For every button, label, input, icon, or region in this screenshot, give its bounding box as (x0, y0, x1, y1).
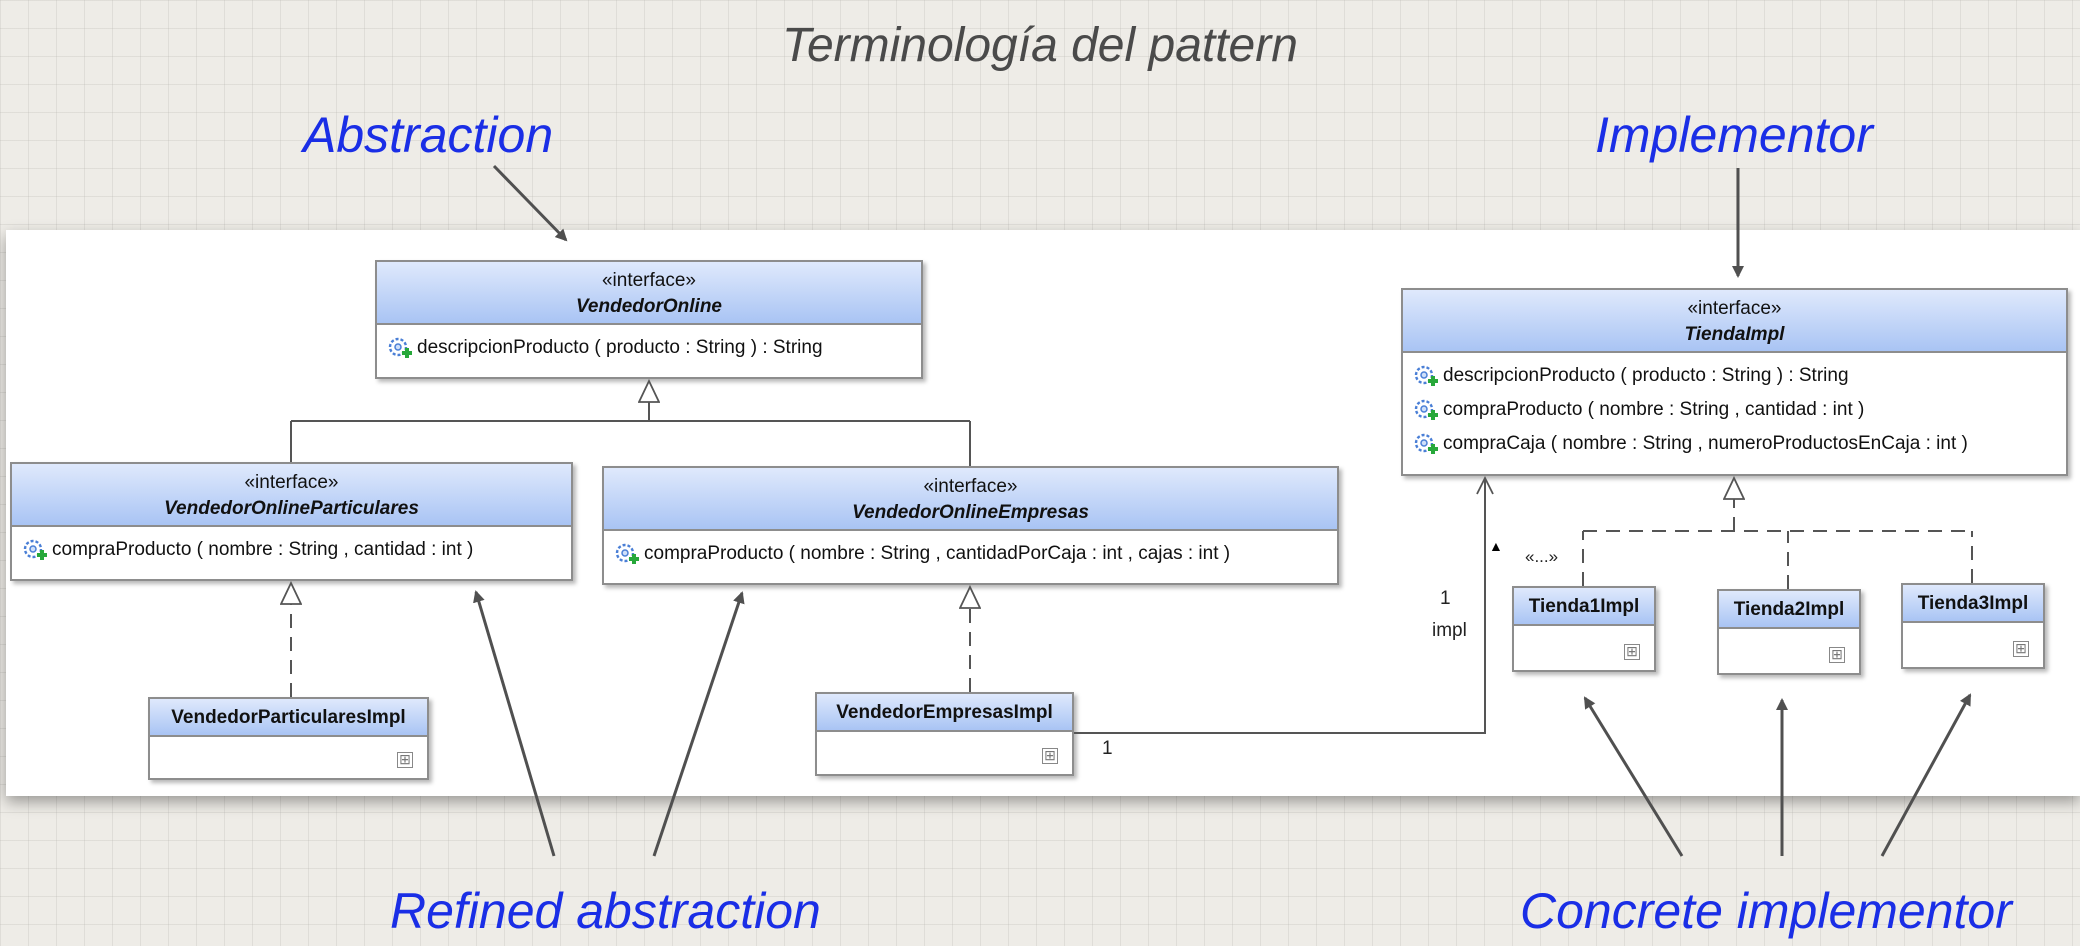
operation-signature: descripcionProducto ( producto : String … (417, 337, 823, 358)
association-role-name: impl (1432, 620, 1467, 641)
operation-row[interactable]: compraCaja ( nombre : String , numeroPro… (1413, 427, 2058, 461)
operation-row[interactable]: compraProducto ( nombre : String , canti… (1413, 393, 2058, 427)
concrete-implementor-pointer-arrow (1880, 693, 1972, 857)
class-tienda1-impl[interactable]: Tienda1Impl ⊞ (1512, 586, 1656, 672)
class-vendedor-online-particulares[interactable]: «interface» VendedorOnlineParticulares c… (10, 462, 573, 581)
operation-row[interactable]: descripcionProducto ( producto : String … (1413, 359, 2058, 393)
class-tienda-impl[interactable]: «interface» TiendaImpl descripcionProduc… (1401, 288, 2068, 476)
class-name: VendedorOnlineEmpresas (852, 502, 1089, 523)
class-vendedor-particulares-impl[interactable]: VendedorParticularesImpl ⊞ (148, 697, 429, 780)
class-name: VendedorEmpresasImpl (836, 702, 1053, 723)
concrete-implementor-pointer-arrow (1583, 696, 1684, 857)
operation-signature: descripcionProducto ( producto : String … (1443, 365, 1849, 386)
public-method-icon (23, 539, 47, 560)
class-name: VendedorParticularesImpl (171, 707, 406, 728)
expand-toggle-icon[interactable]: ⊞ (1829, 647, 1845, 663)
refined-abstraction-pointer-arrow (652, 591, 745, 857)
class-tienda2-impl[interactable]: Tienda2Impl ⊞ (1717, 589, 1861, 675)
public-method-icon (1414, 433, 1438, 454)
association-target-multiplicity: 1 (1440, 588, 1451, 609)
class-vendedor-online-empresas[interactable]: «interface» VendedorOnlineEmpresas compr… (602, 466, 1339, 585)
expand-toggle-icon[interactable]: ⊞ (1042, 748, 1058, 764)
realization-connector (1582, 478, 1973, 589)
stereotype-label: «interface» (1687, 298, 1782, 319)
class-name: VendedorOnlineParticulares (164, 498, 419, 519)
association-connector (1074, 478, 1485, 734)
association-source-multiplicity: 1 (1102, 738, 1113, 759)
operation-signature: compraCaja ( nombre : String , numeroPro… (1443, 433, 1968, 454)
slide-title: Terminología del pattern (782, 19, 1298, 72)
operation-row[interactable]: compraProducto ( nombre : String , canti… (22, 533, 563, 567)
public-method-icon (1414, 399, 1438, 420)
expand-toggle-icon[interactable]: ⊞ (397, 752, 413, 768)
operation-signature: compraProducto ( nombre : String , canti… (644, 543, 1231, 564)
public-method-icon (1414, 365, 1438, 386)
public-method-icon (615, 543, 639, 564)
class-tienda3-impl[interactable]: Tienda3Impl ⊞ (1901, 583, 2045, 669)
expand-toggle-icon[interactable]: ⊞ (1624, 644, 1640, 660)
generalization-connector (290, 381, 971, 466)
association-direction-marker: ▲ (1489, 538, 1503, 554)
class-name: TiendaImpl (1684, 324, 1785, 345)
class-name: Tienda1Impl (1528, 596, 1640, 617)
class-name: Tienda3Impl (1917, 593, 2029, 614)
operation-signature: compraProducto ( nombre : String , canti… (52, 539, 474, 560)
stereotype-label: «interface» (601, 270, 696, 291)
class-vendedor-empresas-impl[interactable]: VendedorEmpresasImpl ⊞ (815, 692, 1074, 776)
stereotype-label: «interface» (244, 472, 339, 493)
class-name: VendedorOnline (575, 296, 723, 317)
refined-abstraction-pointer-arrow (473, 590, 556, 857)
class-vendedor-online[interactable]: «interface» VendedorOnline descripcionPr… (375, 260, 923, 379)
term-concrete-implementor: Concrete implementor (1520, 883, 2012, 939)
term-implementor: Implementor (1595, 107, 1873, 163)
operation-row[interactable]: compraProducto ( nombre : String , canti… (614, 537, 1329, 571)
class-name: Tienda2Impl (1733, 599, 1845, 620)
operation-row[interactable]: descripcionProducto ( producto : String … (387, 331, 913, 365)
term-refined-abstraction: Refined abstraction (390, 883, 821, 939)
operation-signature: compraProducto ( nombre : String , canti… (1443, 399, 1865, 420)
expand-toggle-icon[interactable]: ⊞ (2013, 641, 2029, 657)
term-abstraction: Abstraction (303, 107, 554, 163)
realization-stereotype-label: «...» (1525, 547, 1559, 566)
abstraction-pointer-arrow (492, 164, 568, 242)
stereotype-label: «interface» (923, 476, 1018, 497)
public-method-icon (388, 337, 412, 358)
